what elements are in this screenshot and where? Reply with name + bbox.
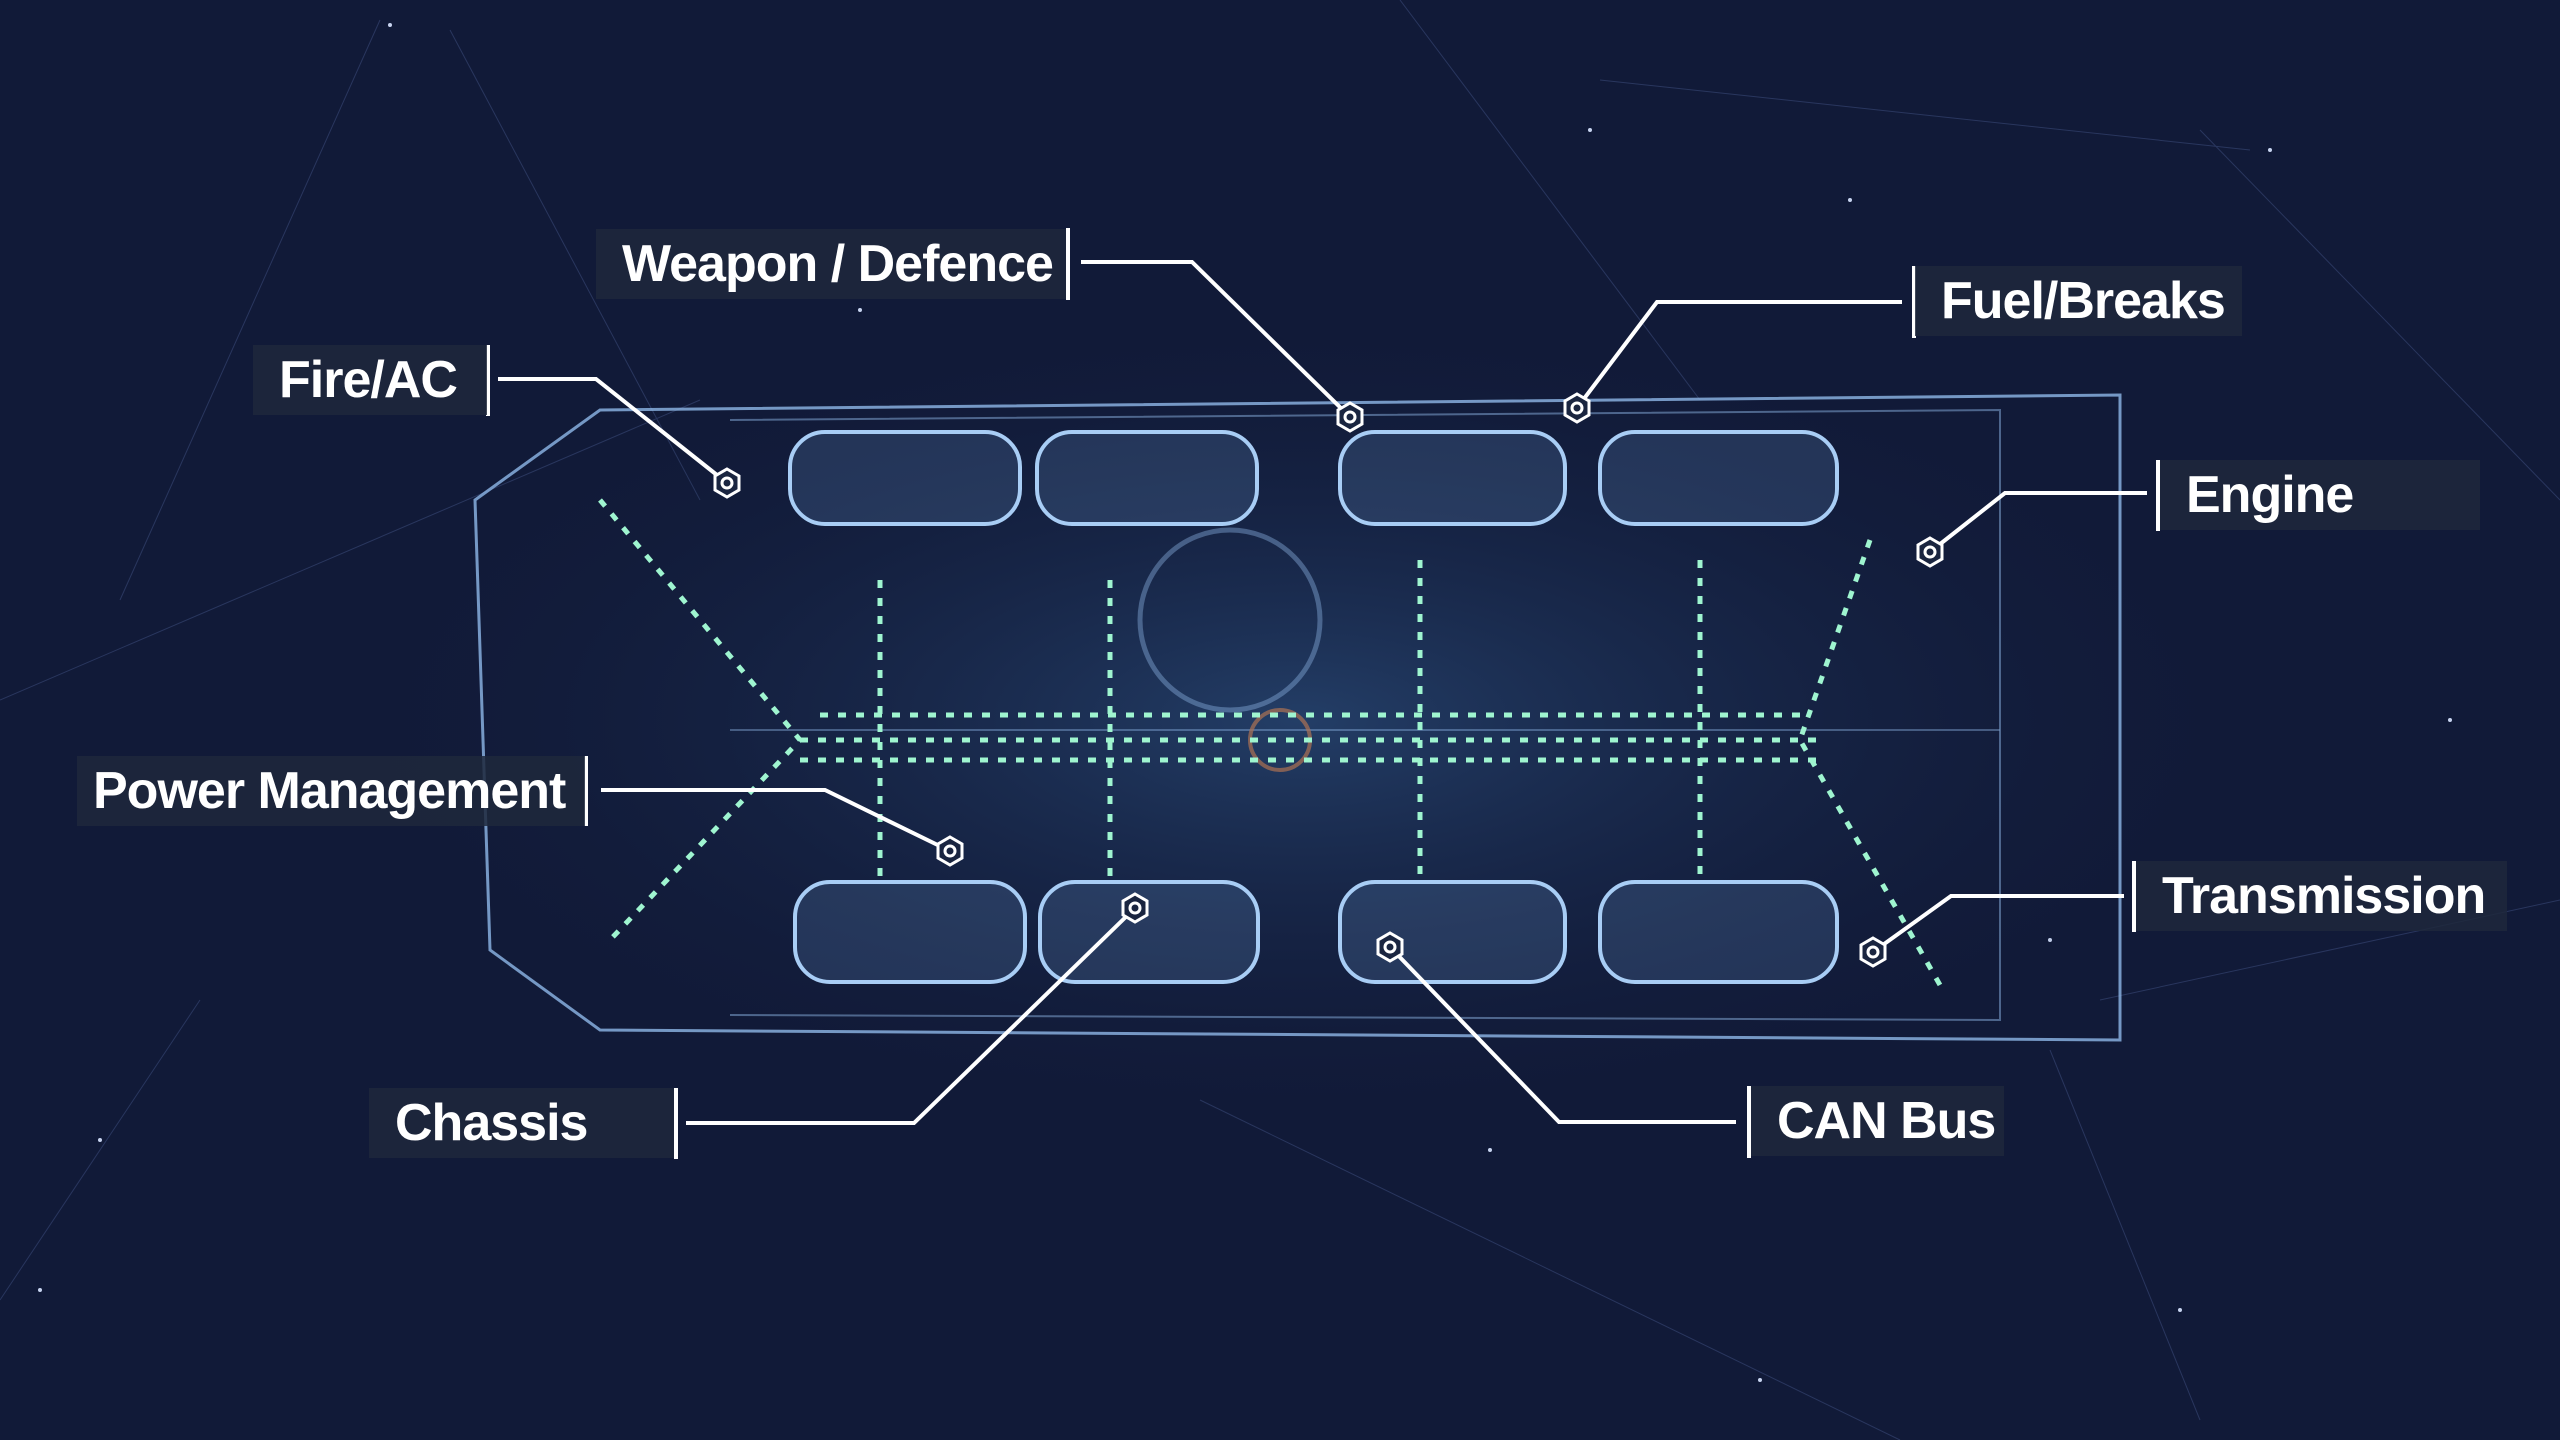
wheel: [1035, 430, 1259, 526]
hexagon-node-icon: [1376, 931, 1404, 963]
wheel: [1338, 430, 1567, 526]
wheel: [1338, 880, 1567, 984]
wheel: [793, 880, 1027, 984]
label-can-bus[interactable]: CAN Bus: [1751, 1086, 2004, 1156]
label-transmission[interactable]: Transmission: [2136, 861, 2507, 931]
label-power-management[interactable]: Power Management: [77, 756, 585, 826]
hexagon-node-icon: [1336, 401, 1364, 433]
wheels: [788, 430, 1839, 984]
vehicle-wireframe: [473, 393, 2122, 1042]
label-fire-ac[interactable]: Fire/AC: [253, 345, 487, 415]
hexagon-node-icon: [713, 467, 741, 499]
leader-lines: [498, 260, 2147, 1125]
hexagon-node-icon: [1121, 892, 1149, 924]
wheel: [1598, 880, 1839, 984]
wheel: [1038, 880, 1260, 984]
label-chassis[interactable]: Chassis: [369, 1088, 674, 1158]
hexagon-node-icon: [936, 835, 964, 867]
label-fuel-breaks[interactable]: Fuel/Breaks: [1915, 266, 2242, 336]
label-engine[interactable]: Engine: [2160, 460, 2480, 530]
hexagon-node-icon: [1859, 936, 1887, 968]
hexagon-node-icon: [1563, 392, 1591, 424]
label-ticks: [486, 228, 2160, 1159]
wheel: [788, 430, 1022, 526]
can-network: [598, 498, 1943, 987]
hexagon-node-icon: [1916, 536, 1944, 568]
wheel: [1598, 430, 1839, 526]
label-weapon-defence[interactable]: Weapon / Defence: [596, 229, 1066, 299]
